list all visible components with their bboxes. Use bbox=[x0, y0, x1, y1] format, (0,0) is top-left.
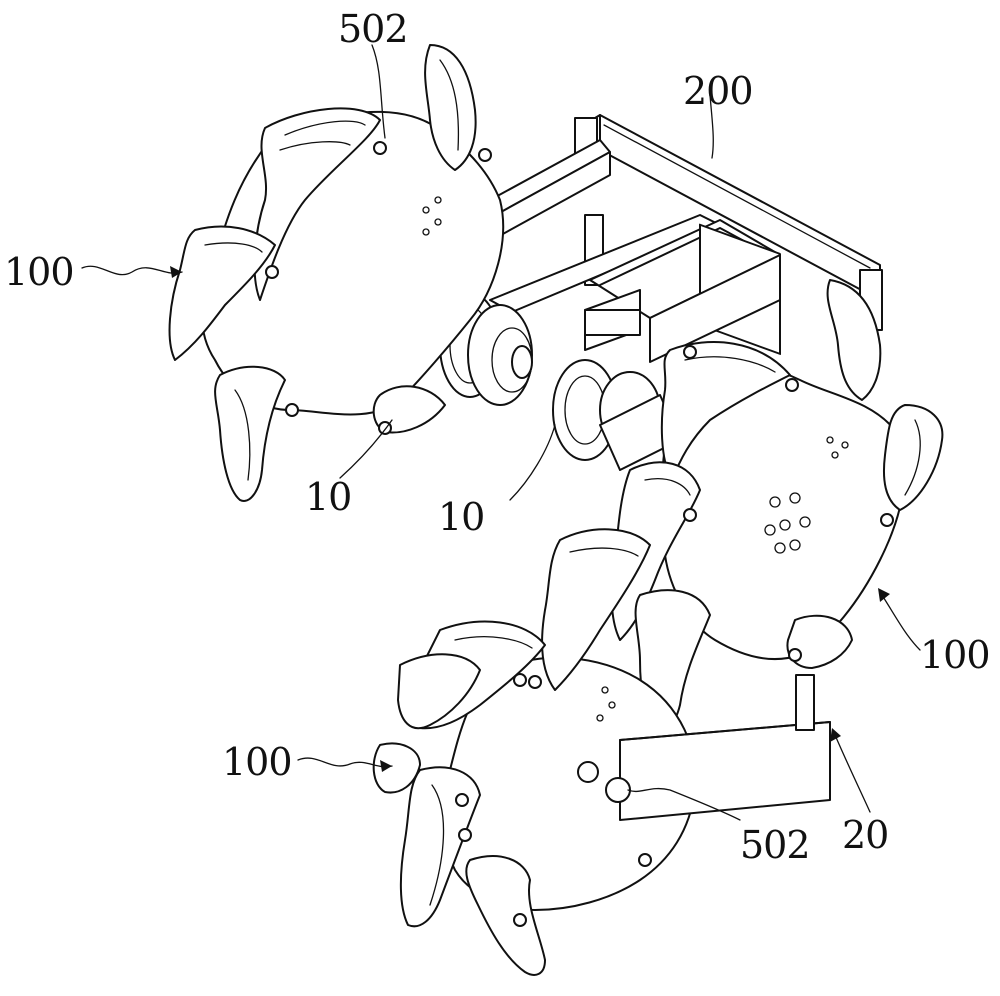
label-wheel-bottom-left: 100 bbox=[222, 740, 292, 784]
label-wheel-right: 100 bbox=[920, 633, 990, 677]
label-joint-center: 10 bbox=[438, 495, 484, 539]
label-screw-bottom: 502 bbox=[740, 823, 810, 867]
label-screw-top: 502 bbox=[338, 7, 408, 51]
label-frame: 200 bbox=[683, 69, 753, 113]
label-wheel-top-left: 100 bbox=[4, 250, 74, 294]
wheel-lower-left bbox=[372, 528, 831, 976]
leader-lines bbox=[81, 44, 921, 821]
wheel-upper-left bbox=[168, 44, 505, 502]
label-bracket: 20 bbox=[842, 813, 888, 857]
wheel-right bbox=[610, 279, 944, 733]
reference-numerals: 100 100 100 200 502 502 10 10 20 bbox=[4, 7, 991, 867]
label-joint-left: 10 bbox=[305, 475, 351, 519]
